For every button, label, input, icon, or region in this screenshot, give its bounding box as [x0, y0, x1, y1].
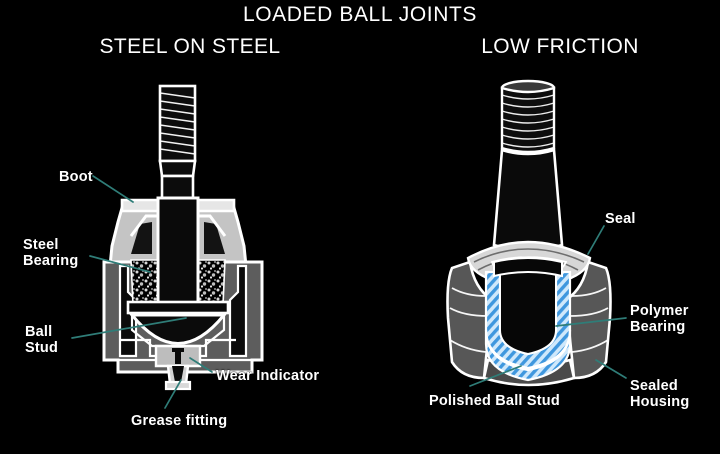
- callout-ball-stud: Ball Stud: [25, 324, 59, 356]
- callout-polymer-bearing: Polymer Bearing: [630, 303, 689, 335]
- leader-wear-indicator: [189, 357, 213, 373]
- callout-polished-ball-stud: Polished Ball Stud: [429, 393, 560, 409]
- left-ball-stud: [126, 196, 230, 348]
- left-steel-bearing: [130, 259, 226, 306]
- leader-sealed-housing: [595, 359, 627, 379]
- left-boot: [108, 198, 248, 268]
- leader-polished-stud: [469, 365, 522, 387]
- callout-seal: Seal: [605, 211, 636, 227]
- heading-steel-on-steel: STEEL ON STEEL: [99, 35, 281, 58]
- leader-steel-bearing: [89, 255, 151, 273]
- low-friction-drawing: [446, 79, 612, 387]
- right-sealed-housing: [446, 260, 612, 387]
- left-wear-indicator: [154, 344, 202, 368]
- callout-sealed-housing: Sealed Housing: [630, 378, 690, 410]
- left-housing: [102, 260, 264, 374]
- page-title: LOADED BALL JOINTS: [242, 3, 478, 26]
- leader-boot: [92, 175, 134, 203]
- leader-ball-stud: [71, 317, 187, 339]
- steel-on-steel-drawing: [102, 84, 264, 391]
- leader-seal: [587, 225, 605, 255]
- right-threaded-stud: [492, 79, 564, 252]
- right-seal: [466, 240, 592, 282]
- callout-boot: Boot: [59, 169, 93, 185]
- callout-wear-indicator: Wear Indicator: [216, 368, 320, 384]
- callout-grease-fitting: Grease fitting: [131, 413, 228, 429]
- callout-steel-bearing: Steel Bearing: [23, 237, 79, 269]
- left-grease-fitting: [164, 364, 192, 391]
- heading-low-friction: LOW FRICTION: [481, 35, 639, 58]
- leader-grease-fitting: [164, 379, 182, 409]
- right-polished-ball-stud: [493, 257, 563, 356]
- leader-polymer-bearing: [555, 317, 627, 327]
- leader-lines: [71, 175, 627, 409]
- right-polymer-bearing: [484, 270, 572, 382]
- left-housing-floor: [118, 338, 252, 362]
- left-threaded-stud: [158, 84, 197, 200]
